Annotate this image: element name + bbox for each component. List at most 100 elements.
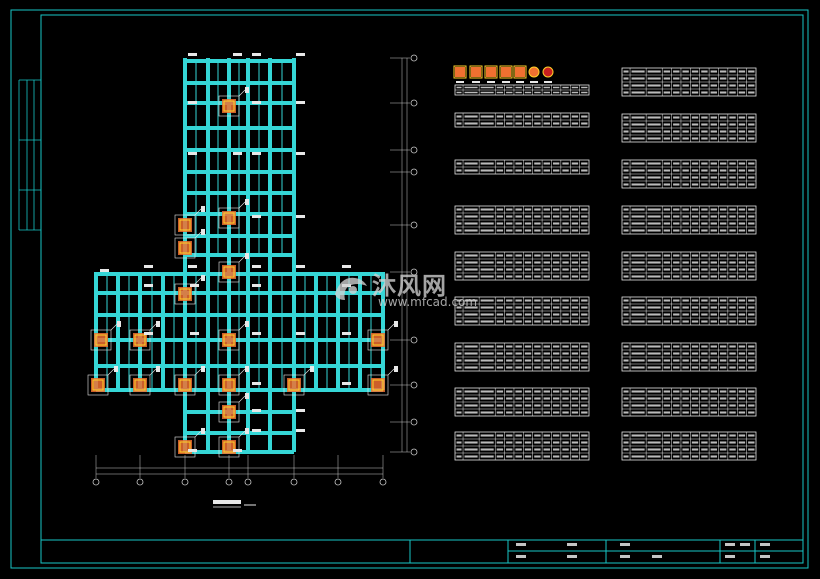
table-cell-text	[515, 345, 522, 348]
table-cell-text	[456, 455, 462, 458]
axis-bubble	[410, 221, 418, 229]
title-block-text	[620, 543, 630, 546]
table-cell-text	[691, 320, 699, 323]
table-cell-text	[710, 352, 717, 355]
table-cell-text	[710, 130, 717, 133]
table-cell-text	[562, 390, 569, 393]
table-cell-text	[647, 215, 661, 218]
table-cell-text	[673, 215, 680, 218]
table-cell-text	[719, 411, 727, 414]
table-cell-text	[710, 123, 717, 126]
table-cell-text	[738, 183, 746, 186]
column-leader	[194, 368, 202, 376]
table-cell-text	[496, 306, 504, 309]
table-cell-text	[682, 84, 689, 87]
table-cell-text	[571, 306, 579, 309]
table-cell-text	[552, 222, 560, 225]
table-cell-text	[552, 299, 560, 302]
circle-column-icon	[528, 66, 540, 83]
table-cell-text	[738, 397, 746, 400]
table-cell-text	[719, 390, 727, 393]
table-cell-text	[682, 359, 689, 362]
beam-label-mark	[342, 332, 351, 335]
table-cell-text	[710, 299, 717, 302]
beam-label-mark	[252, 265, 261, 268]
table-cell-text	[562, 299, 569, 302]
table-cell-text	[524, 352, 532, 355]
table-cell-text	[581, 115, 588, 118]
table-cell-text	[623, 275, 629, 278]
table-cell-text	[738, 254, 746, 257]
table-cell-text	[552, 261, 560, 264]
table-cell-text	[562, 122, 569, 125]
table-cell-text	[524, 397, 532, 400]
table-cell-text	[562, 162, 569, 165]
table-cell-text	[562, 86, 569, 89]
table-cell-text	[748, 299, 755, 302]
table-cell-text	[647, 411, 661, 414]
table-cell-text	[543, 411, 550, 414]
table-cell-text	[647, 275, 661, 278]
table-cell-text	[515, 208, 522, 211]
column-concrete	[94, 333, 108, 347]
table-cell-text	[647, 222, 661, 225]
table-cell-text	[515, 320, 522, 323]
table-cell-text	[631, 345, 645, 348]
beam-label-mark	[296, 215, 305, 218]
column-stirrup	[223, 212, 235, 224]
icon-border	[484, 65, 498, 79]
table-cell-text	[631, 222, 645, 225]
table-cell-text	[623, 313, 629, 316]
table-cell-text	[496, 86, 504, 89]
table-cell-text	[738, 320, 746, 323]
table-cell-text	[480, 397, 494, 400]
column-tag	[394, 366, 398, 372]
column-stirrup	[179, 219, 191, 231]
table-cell-text	[543, 222, 550, 225]
column-concrete	[91, 378, 105, 392]
table-cell-text	[710, 116, 717, 119]
beam-label-mark	[252, 382, 261, 385]
table-cell-text	[534, 359, 541, 362]
table-cell-text	[719, 306, 727, 309]
table-cell-text	[543, 455, 550, 458]
column-concrete	[371, 333, 385, 347]
table-cell-text	[571, 122, 579, 125]
table-cell-text	[682, 448, 689, 451]
table-cell-text	[552, 268, 560, 271]
table-cell-text	[673, 261, 680, 264]
table-cell-text	[748, 261, 755, 264]
table-cell-text	[663, 261, 671, 264]
table-cell-text	[515, 261, 522, 264]
table-cell-text	[456, 448, 462, 451]
table-cell-text	[506, 345, 513, 348]
table-cell-text	[663, 176, 671, 179]
table-cell-text	[464, 261, 478, 264]
rebar-table-left	[454, 342, 590, 372]
table-cell-text	[534, 390, 541, 393]
table-cell-text	[701, 169, 708, 172]
table-cell-text	[647, 137, 661, 140]
table-cell-text	[663, 390, 671, 393]
column-section-icon	[484, 65, 498, 83]
title-block-text	[760, 555, 770, 558]
column-tag	[117, 321, 121, 327]
column-section	[218, 393, 249, 423]
table-cell-text	[719, 183, 727, 186]
axis-bubble	[410, 448, 418, 456]
table-cell-text	[480, 441, 494, 444]
table-cell-text	[562, 345, 569, 348]
table-cell-text	[673, 434, 680, 437]
table-cell-text	[647, 455, 661, 458]
table-cell-text	[623, 345, 629, 348]
table-cell-text	[464, 390, 478, 393]
mfcad-logo-icon	[333, 272, 369, 302]
table-cell-text	[623, 261, 629, 264]
table-cell-text	[663, 70, 671, 73]
table-cell-text	[631, 261, 645, 264]
table-cell-text	[647, 183, 661, 186]
table-cell-text	[543, 345, 550, 348]
table-cell-text	[480, 215, 494, 218]
icon-label	[456, 81, 464, 83]
table-cell-text	[480, 404, 494, 407]
